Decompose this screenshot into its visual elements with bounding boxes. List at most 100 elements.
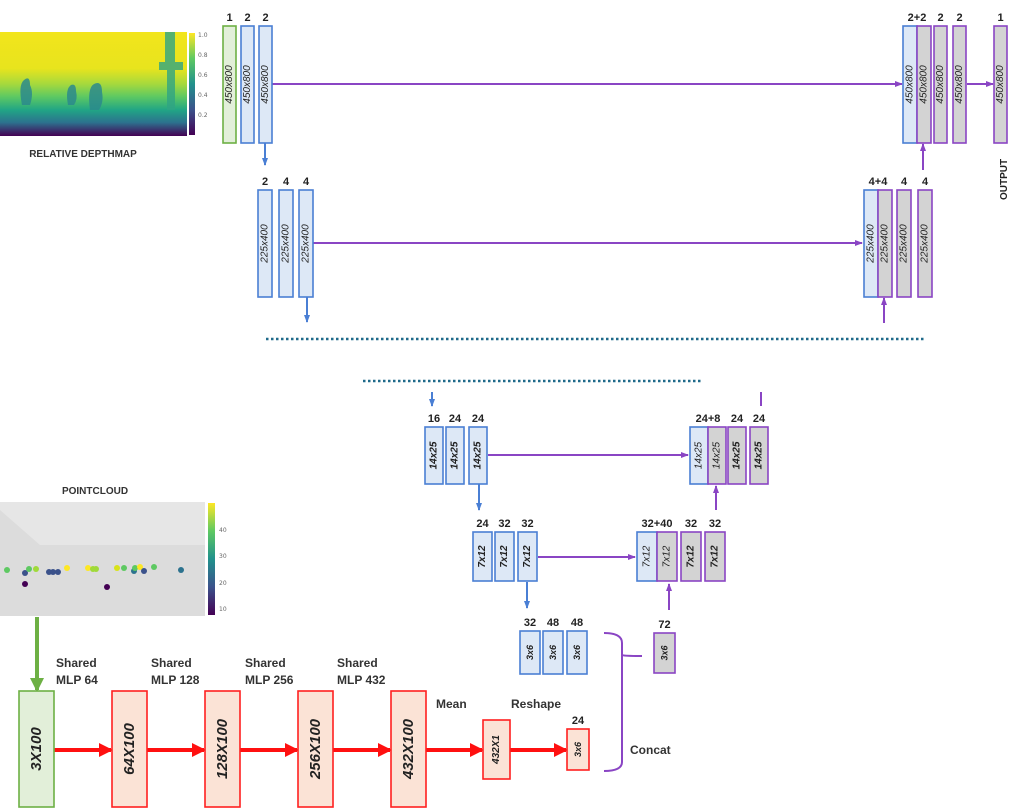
- block-channel-label: 24: [572, 715, 585, 727]
- block-channel-label: 32: [709, 518, 721, 530]
- block-size-label: 3x6: [548, 644, 558, 660]
- pointcloud-figure: POINTCLOUD 40 30 20 10: [0, 486, 227, 616]
- pointcloud-point: [26, 566, 32, 572]
- decoder-block-level2-rect: [896, 189, 912, 298]
- block-size-label: 450x800: [260, 65, 271, 104]
- reshape-label: Reshape: [511, 697, 561, 711]
- block-size-label: 225x400: [281, 224, 292, 264]
- decoder-block-level4-rect: [704, 531, 726, 582]
- block-channel-label: 1: [997, 12, 1003, 24]
- depthmap-colorbar: [189, 33, 195, 135]
- concat-block-bottleneck: 3x6 72: [653, 619, 676, 674]
- encoder-block-level2: 225x400 4: [298, 176, 314, 298]
- pointcloud-point: [33, 566, 39, 572]
- block-size-label: 14x25: [694, 441, 705, 469]
- pointcloud-point: [22, 581, 28, 587]
- block-size-label: 450x800: [995, 65, 1006, 104]
- block-size-label: 225x400: [260, 224, 271, 264]
- block-channel-label: 4: [303, 176, 310, 188]
- pointnet-mlp-block-rect: [204, 690, 241, 808]
- encoder-block-level4-rect: [517, 531, 538, 582]
- block-channel-label: 2: [262, 176, 268, 188]
- encoder-block-level1-rect: [258, 25, 273, 144]
- block-channel-label: 72: [658, 619, 670, 631]
- decoder-concat-level1-up: 450x800: [916, 25, 932, 144]
- decoder-concat-level4-up-rect: [656, 531, 678, 582]
- pointcloud-point: [132, 565, 138, 571]
- pointcloud-points: [4, 564, 184, 590]
- pointnet-mlp-block: 128X100: [204, 690, 241, 808]
- pointnet-mlp-block: 256X100: [297, 690, 334, 808]
- pointnet-mlp-block: 64X100: [111, 690, 148, 808]
- pointcloud-colorbar: [208, 503, 215, 615]
- block-size-label: 256X100: [307, 718, 324, 780]
- pointcloud-point: [104, 584, 110, 590]
- block-channel-label: 48: [571, 617, 583, 629]
- block-channel-label: 32: [524, 617, 536, 629]
- encoder-block-bottleneck-rect: [566, 630, 588, 675]
- mlp-label-line1: Shared: [151, 656, 192, 670]
- pointcloud-point: [55, 569, 61, 575]
- pointcloud-point: [64, 565, 70, 571]
- block-size-label: 14x25: [712, 441, 723, 469]
- mlp-label-line1: Shared: [245, 656, 286, 670]
- depthmap-pedestrian: [89, 83, 103, 110]
- block-channel-label: 2+2: [908, 12, 927, 24]
- block-channel-label: 24: [472, 413, 485, 425]
- decoder-concat-level1-skip: 450x800: [902, 25, 918, 144]
- block-size-label: 7x12: [710, 545, 721, 568]
- block-channel-label: 4+4: [869, 176, 889, 188]
- pointcloud-point: [137, 564, 143, 570]
- decoder-block-level4: 7x12 32: [704, 518, 726, 582]
- pointnet-labels: Shared MLP 64 Shared MLP 128 Shared MLP …: [56, 656, 671, 757]
- block-size-label: 7x12: [686, 545, 697, 568]
- block-channel-label: 32: [521, 518, 533, 530]
- block-channel-label: 32: [685, 518, 697, 530]
- block-size-label: 7x12: [642, 545, 653, 567]
- block-channel-label: 4: [901, 176, 908, 188]
- decoder-block-level1-rect: [933, 25, 948, 144]
- decoder-block-level4-rect: [680, 531, 702, 582]
- mean-label: Mean: [436, 697, 467, 711]
- decoder-concat-level3-up: 14x25: [707, 426, 727, 485]
- block-channel-label: 2: [262, 12, 268, 24]
- block-size-label: 450x800: [935, 65, 946, 104]
- block-channel-label: 24+8: [696, 413, 721, 425]
- pointcloud-road-scene: [0, 510, 205, 616]
- decoder-block-level4: 7x12 32: [680, 518, 702, 582]
- block-size-label: 225x400: [899, 224, 910, 264]
- mlp-label-line1: Shared: [56, 656, 97, 670]
- block-size-label: 225x400: [301, 224, 312, 264]
- pointnet-mlp-block-rect: [390, 690, 427, 808]
- block-size-label: 225x400: [920, 224, 931, 264]
- block-size-label: 3x6: [660, 645, 670, 661]
- depthmap-tick: 0.6: [198, 72, 208, 79]
- block-size-label: 225x400: [880, 224, 891, 264]
- depthmap-tick: 0.2: [198, 112, 208, 119]
- block-size-label: 450x800: [224, 65, 235, 104]
- pointnet-mlp-block-rect: [297, 690, 334, 808]
- block-channel-label: 24: [731, 413, 744, 425]
- pointcloud-point: [141, 568, 147, 574]
- block-channel-label: 2: [244, 12, 250, 24]
- block-size-label: 3X100: [28, 727, 45, 771]
- pointcloud-tick: 30: [219, 553, 227, 560]
- encoder-block-level2-rect: [298, 189, 314, 298]
- encoder-block-level3-rect: [445, 426, 465, 485]
- pointcloud-point: [178, 567, 184, 573]
- depthmap-image: [0, 32, 187, 136]
- decoder-block-level3-rect: [749, 426, 769, 485]
- encoder-block-bottleneck-rect: [519, 630, 541, 675]
- mlp-label-line2: MLP 64: [56, 673, 98, 687]
- decoder-concat-level4-skip: 7x12: [636, 531, 658, 582]
- encoder-block-level1-rect: [240, 25, 255, 144]
